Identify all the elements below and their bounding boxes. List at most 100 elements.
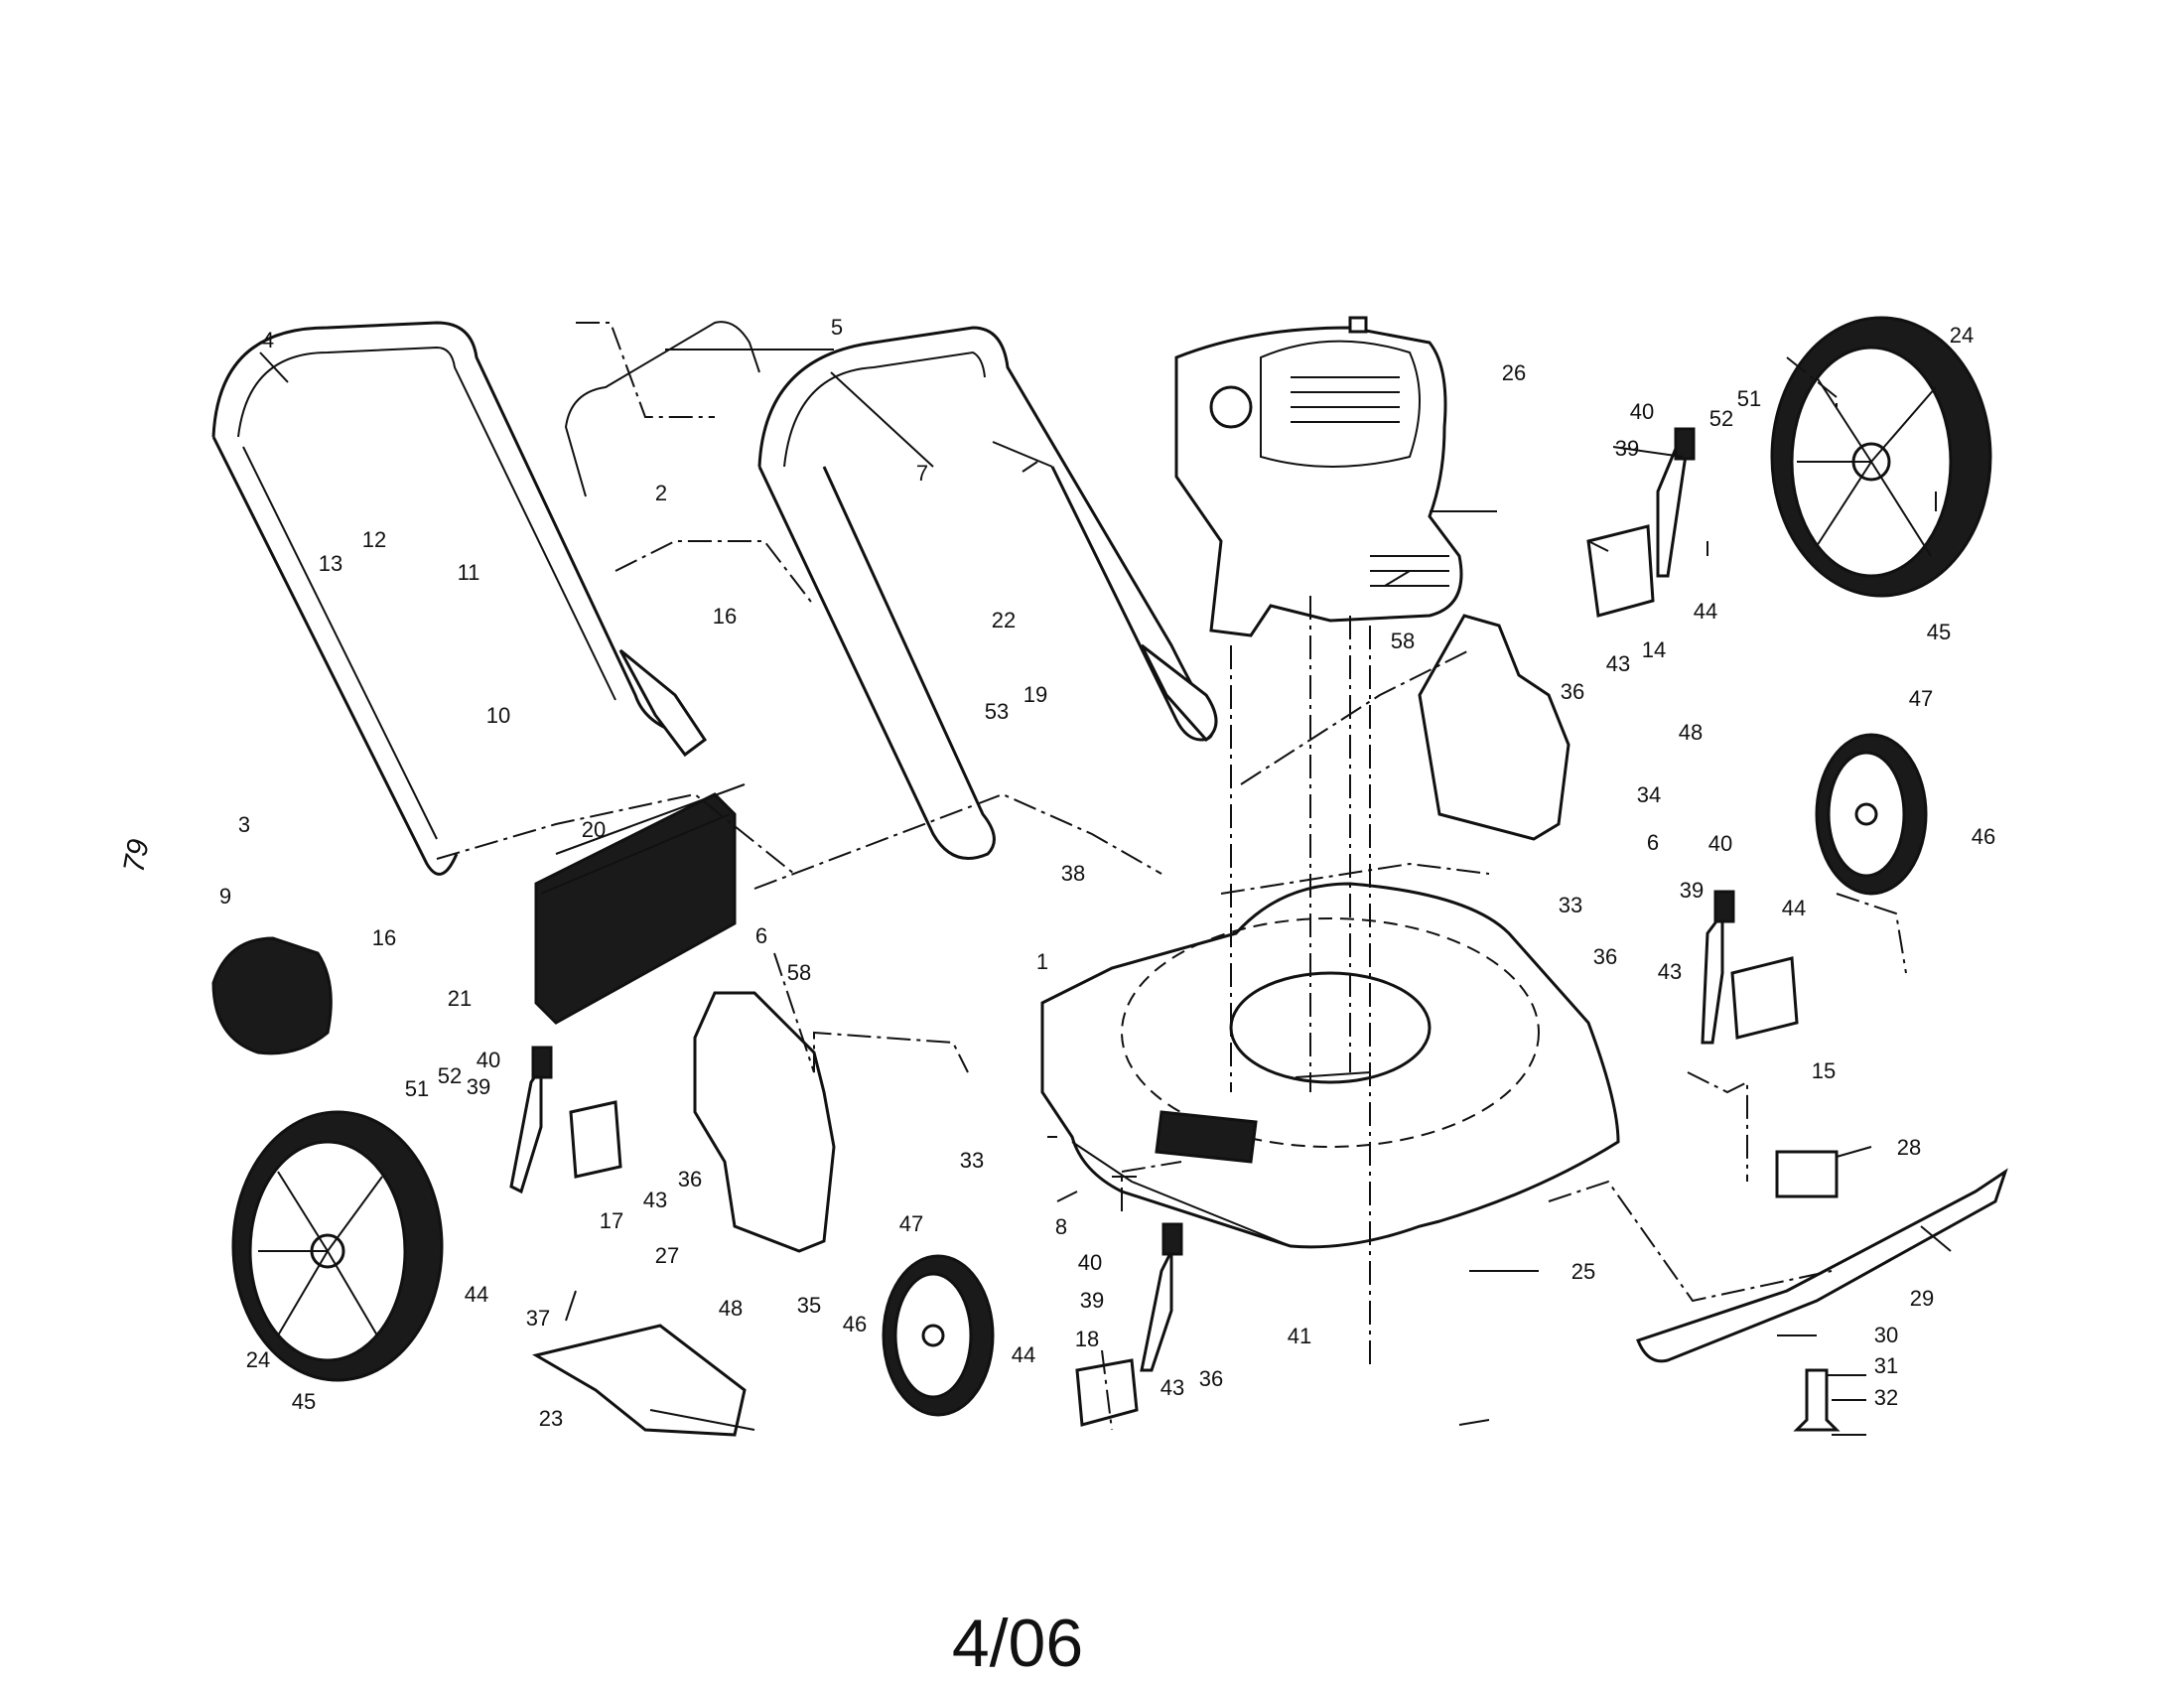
- callout-37: 37: [525, 1306, 551, 1331]
- callout-5: 5: [830, 315, 844, 340]
- callout-24-a: 24: [1949, 323, 1975, 348]
- upper-handle-right-5: [757, 326, 1214, 860]
- callout-40-b: 40: [1707, 831, 1733, 856]
- callout-53: 53: [984, 699, 1010, 724]
- callout-33-a: 33: [1558, 893, 1583, 917]
- date-code: 4/06: [951, 1606, 1084, 1681]
- callout-15: 15: [1811, 1058, 1837, 1083]
- callout-8: 8: [1054, 1214, 1068, 1239]
- callout-36-d: 36: [1198, 1366, 1224, 1391]
- callout-14: 14: [1641, 637, 1667, 662]
- height-adjuster-15: [1701, 890, 1799, 1045]
- callout-36-a: 36: [1560, 679, 1585, 704]
- callout-45-a: 45: [1926, 620, 1952, 644]
- callout-18: 18: [1074, 1327, 1100, 1351]
- callout-36-b: 36: [1592, 944, 1618, 969]
- callout-34: 34: [1636, 782, 1662, 807]
- leader-lines: [259, 349, 1952, 1436]
- callout-40-d: 40: [1077, 1250, 1103, 1275]
- lower-handle-right: [1140, 643, 1218, 743]
- deflector-23: [532, 1324, 747, 1437]
- callout-43-c: 43: [642, 1188, 668, 1212]
- callout-32: 32: [1873, 1385, 1899, 1410]
- callout-22: 22: [991, 608, 1017, 632]
- callout-40-a: 40: [1629, 399, 1655, 424]
- blade-29: [1636, 1168, 2008, 1363]
- lower-handle-left: [618, 648, 708, 758]
- callout-4: 4: [261, 328, 275, 352]
- callout-19: 19: [1023, 682, 1048, 707]
- bracket-35: [693, 991, 836, 1253]
- front-wheel-47-right: [1815, 733, 1928, 896]
- callout-52-b: 52: [437, 1063, 463, 1088]
- callout-6-a: 6: [754, 923, 768, 948]
- handwritten-margin-mark: 79: [117, 836, 156, 876]
- callout-16-b: 16: [371, 925, 397, 950]
- adapter-28: [1775, 1150, 1839, 1198]
- callout-21: 21: [447, 986, 473, 1011]
- callout-3: 3: [237, 812, 251, 837]
- callout-29: 29: [1909, 1286, 1935, 1311]
- callout-44-b: 44: [1781, 896, 1807, 920]
- callout-6-b: 6: [1646, 830, 1660, 855]
- cover-9: [211, 936, 333, 1055]
- callout-41: 41: [1287, 1324, 1312, 1348]
- callout-43-d: 43: [1160, 1375, 1185, 1400]
- callout-45-b: 45: [291, 1389, 317, 1414]
- callout-17: 17: [599, 1208, 624, 1233]
- callout-12: 12: [361, 527, 387, 552]
- callout-58-b: 58: [786, 960, 812, 985]
- callout-43-a: 43: [1605, 651, 1631, 676]
- assembly-lines: [436, 322, 1907, 1431]
- callout-2: 2: [654, 481, 668, 505]
- callout-39-c: 39: [466, 1074, 491, 1099]
- callout-26: 26: [1501, 360, 1527, 385]
- callout-58-a: 58: [1390, 629, 1416, 653]
- callout-44-d: 44: [1011, 1342, 1036, 1367]
- callout-16-a: 16: [712, 604, 738, 629]
- callout-10: 10: [485, 703, 511, 728]
- mower-deck-1: [1040, 882, 1620, 1249]
- callout-28: 28: [1896, 1135, 1922, 1160]
- callout-43-b: 43: [1657, 959, 1683, 984]
- callout-47-a: 47: [1908, 686, 1934, 711]
- callout-30: 30: [1873, 1323, 1899, 1347]
- callout-44-c: 44: [464, 1282, 489, 1307]
- callout-51-b: 51: [404, 1076, 430, 1101]
- callout-25: 25: [1570, 1259, 1596, 1284]
- rear-door-21: [534, 783, 746, 1025]
- callout-44-a: 44: [1693, 599, 1718, 624]
- upper-handle-left-4: [211, 321, 686, 876]
- callout-9: 9: [218, 884, 232, 909]
- callout-20: 20: [581, 817, 607, 842]
- engine-26: [1174, 316, 1463, 637]
- callout-13: 13: [318, 551, 343, 576]
- callout-46-b: 46: [842, 1312, 868, 1336]
- callout-7: 7: [915, 461, 929, 486]
- callout-48-b: 48: [718, 1296, 744, 1321]
- callout-39-b: 39: [1679, 878, 1705, 903]
- rear-wheel-45-right: [1770, 316, 1992, 598]
- callout-33-b: 33: [959, 1148, 985, 1173]
- blade-bolt-32: [1793, 1368, 1841, 1432]
- callout-52-a: 52: [1708, 406, 1734, 431]
- callout-35: 35: [796, 1293, 822, 1318]
- callout-36-c: 36: [677, 1167, 703, 1192]
- callout-47-b: 47: [898, 1211, 924, 1236]
- callout-1: 1: [1035, 949, 1049, 974]
- callout-11: 11: [457, 560, 480, 585]
- callout-23: 23: [538, 1406, 564, 1431]
- callout-51-a: 51: [1736, 386, 1762, 411]
- callout-31: 31: [1873, 1353, 1899, 1378]
- callout-38: 38: [1060, 861, 1086, 886]
- callout-39-a: 39: [1614, 436, 1640, 461]
- callout-40-c: 40: [476, 1048, 501, 1072]
- rear-wheel-45-left: [231, 1110, 444, 1382]
- control-bail-2: [564, 321, 760, 497]
- front-wheel-47-left: [882, 1254, 995, 1417]
- callout-39-d: 39: [1079, 1288, 1105, 1313]
- bracket-34: [1418, 614, 1570, 841]
- callout-46-a: 46: [1971, 824, 1996, 849]
